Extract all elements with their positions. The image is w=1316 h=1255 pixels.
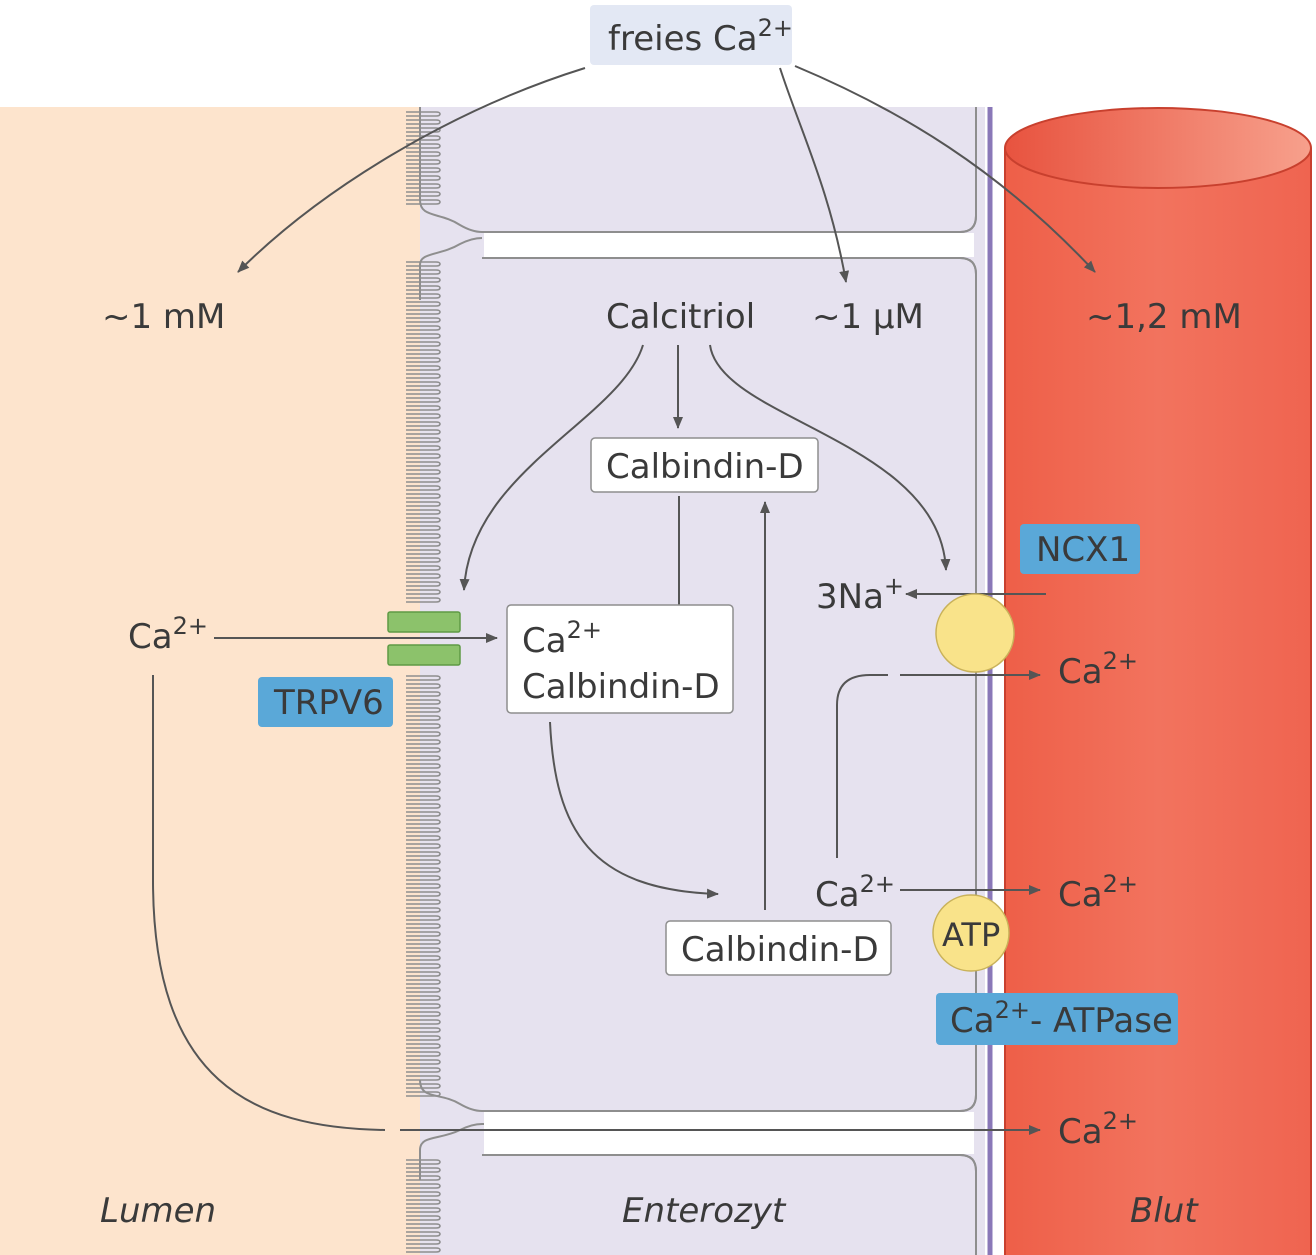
paracellular-route-curve	[152, 675, 386, 1131]
calbindin-top-box	[590, 437, 819, 493]
sodium-label: 3Na+	[816, 572, 904, 617]
enterocyte-concentration: ~1 µM	[812, 297, 924, 337]
lumen-concentration: ~1 mM	[102, 297, 225, 337]
calcium-calbindin-complex-box	[506, 604, 734, 714]
brush-border-microvilli	[406, 111, 441, 1253]
ncx-route-curve	[836, 674, 888, 858]
atpase-label-box	[936, 993, 1178, 1045]
lumen-region-label: Lumen	[100, 1191, 216, 1231]
ncx1-carrier	[935, 593, 1015, 673]
enterocyte-region-label: Enterozyt	[622, 1191, 787, 1231]
microvilli-path	[406, 111, 441, 1253]
blood-concentration: ~1,2 mM	[1086, 297, 1242, 337]
complex-calbindin-label: Calbindin-D	[522, 667, 720, 707]
blood-region-label: Blut	[1130, 1191, 1199, 1231]
atp-label: ATP	[942, 916, 1000, 954]
ncx1-label-box	[1020, 524, 1140, 574]
trpv6-label-box	[258, 677, 393, 727]
blood-calcium-label-atpase: Ca2+	[1058, 870, 1138, 915]
free-calcium-box	[590, 5, 792, 65]
blood-calcium-label-ncx: Ca2+	[1058, 647, 1138, 692]
calcitriol-label: Calcitriol	[606, 297, 755, 337]
blood-calcium-label-paracellular: Ca2+	[1058, 1107, 1138, 1152]
calcitriol-arrows	[459, 344, 951, 591]
ncx1-label: NCX1	[1036, 530, 1130, 570]
free-calcium-label: freies Ca2+	[608, 14, 793, 59]
calbindin-top-label: Calbindin-D	[606, 447, 804, 487]
lumen-calcium-label: Ca2+	[128, 612, 208, 657]
calbindin-bottom-label: Calbindin-D	[681, 930, 879, 970]
blood-vessel	[1004, 107, 1312, 1255]
trpv6-label: TRPV6	[273, 683, 384, 723]
cytosolic-calcium-label: Ca2+	[815, 870, 895, 915]
atp-carrier	[932, 894, 1010, 972]
complex-calcium-label: Ca2+	[522, 616, 602, 661]
distribution-arrows	[237, 65, 1096, 283]
atpase-label: Ca2+- ATPase	[950, 996, 1173, 1041]
calbindin-bottom-box	[665, 920, 892, 976]
calcium-release-arrow	[549, 721, 719, 899]
trpv6-channel	[387, 611, 461, 666]
